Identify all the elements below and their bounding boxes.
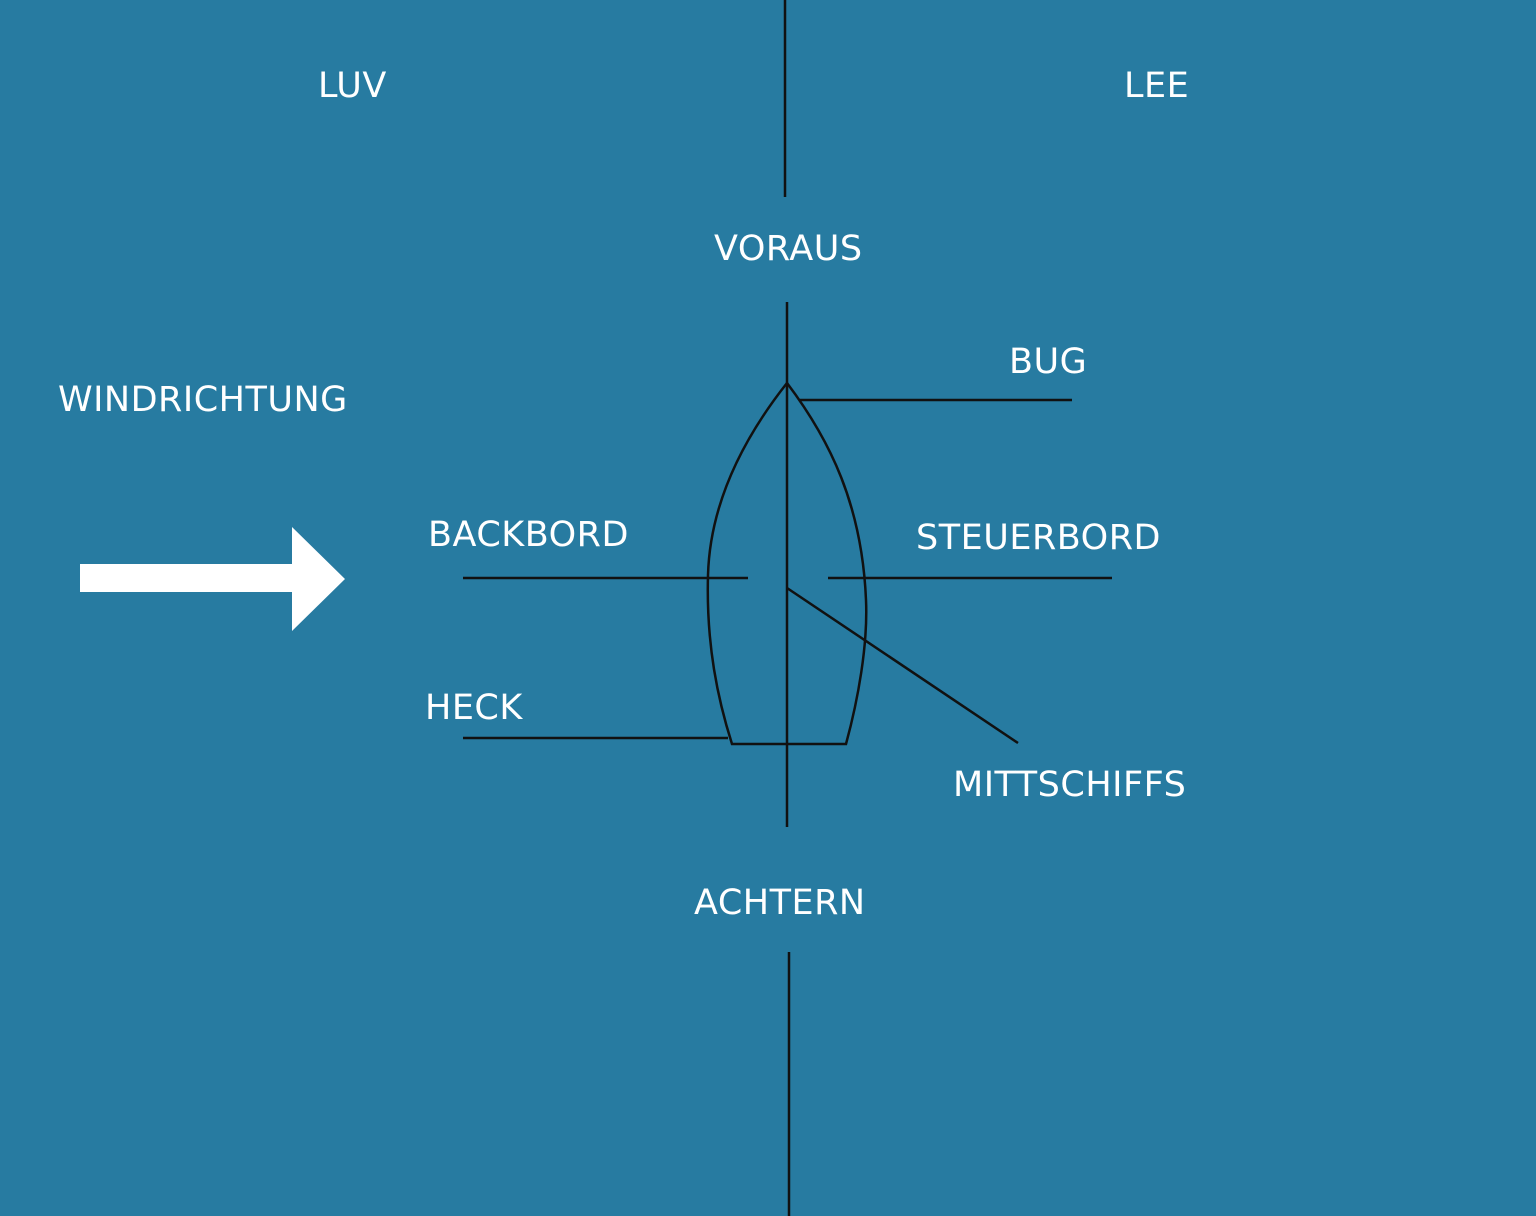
windrichtung-label: WINDRICHTUNG: [58, 380, 348, 420]
luv-label: LUV: [318, 66, 387, 106]
lee-label: LEE: [1124, 66, 1190, 106]
voraus-label: VORAUS: [714, 229, 863, 269]
boat-hull-outline: [706, 380, 868, 746]
bug-label: BUG: [1009, 342, 1088, 382]
arrow-right-icon: [80, 527, 345, 631]
mittschiffs-leader-line: [786, 586, 1019, 745]
steuerbord-label: STEUERBORD: [916, 518, 1161, 558]
backbord-label: BACKBORD: [428, 515, 629, 555]
mittschiffs-label: MITTSCHIFFS: [953, 765, 1187, 805]
achtern-label: ACHTERN: [694, 883, 866, 923]
heck-label: HECK: [425, 688, 523, 728]
